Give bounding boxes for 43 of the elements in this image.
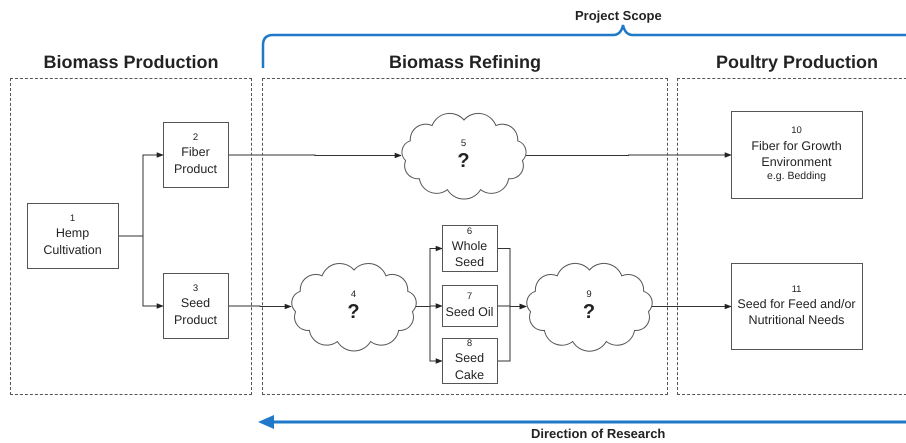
process-box bbox=[442, 284, 498, 326]
step-number: 8 bbox=[466, 338, 472, 350]
process-box bbox=[730, 262, 862, 350]
arrow bbox=[228, 152, 402, 158]
box-label: Seed Product bbox=[172, 295, 218, 328]
step-number: 7 bbox=[466, 291, 472, 304]
arrow bbox=[526, 152, 732, 158]
process-box bbox=[162, 122, 228, 188]
box-label: Fiber for Growth Environment bbox=[750, 138, 843, 170]
process-box bbox=[162, 272, 228, 338]
step-number: 4 bbox=[350, 288, 356, 302]
question-mark: ? bbox=[347, 301, 360, 324]
arrow bbox=[498, 304, 527, 362]
box-label: Hemp Cultivation bbox=[42, 225, 103, 258]
box-label: Seed for Feed and/or Nutritional Needs bbox=[736, 296, 857, 328]
arrow bbox=[118, 236, 164, 309]
step-number: 9 bbox=[586, 288, 592, 302]
step-number: 2 bbox=[192, 132, 198, 144]
process-box bbox=[730, 110, 862, 198]
question-mark: ? bbox=[457, 150, 470, 172]
step-number: 5 bbox=[460, 138, 466, 150]
box-label: Seed Cake bbox=[454, 350, 486, 383]
box-label: Whole Seed bbox=[450, 238, 488, 270]
arrow bbox=[416, 306, 443, 364]
process-box bbox=[442, 338, 498, 384]
group-heading: Poultry Production bbox=[715, 52, 879, 73]
step-number: 3 bbox=[192, 283, 198, 296]
box-label: Seed Oil bbox=[446, 304, 494, 320]
annotation-label: Project Scope bbox=[575, 8, 662, 23]
box-label: Fiber Product bbox=[172, 144, 218, 177]
step-number: 6 bbox=[466, 226, 472, 238]
question-mark: ? bbox=[582, 301, 596, 324]
process-box bbox=[26, 202, 118, 268]
step-number: 1 bbox=[70, 213, 76, 226]
arrow bbox=[228, 304, 292, 310]
annotation-label: Direction of Research bbox=[531, 426, 666, 441]
step-number: 11 bbox=[792, 284, 802, 296]
box-note: e.g. Bedding bbox=[767, 170, 826, 184]
arrow bbox=[652, 304, 732, 310]
step-number: 10 bbox=[791, 125, 802, 138]
process-box bbox=[442, 224, 498, 272]
group-heading: Biomass Production bbox=[42, 52, 220, 73]
group-heading: Biomass Refining bbox=[388, 52, 542, 73]
